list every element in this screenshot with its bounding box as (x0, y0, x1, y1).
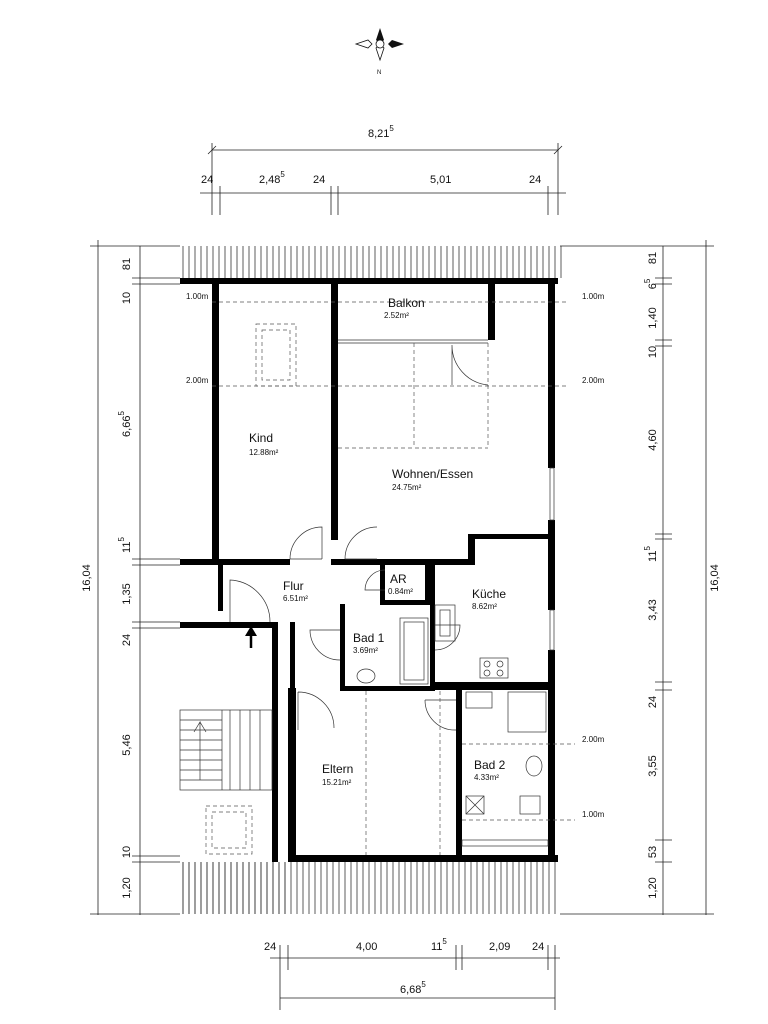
room-flur-name: Flur (283, 579, 304, 593)
svg-text:24: 24 (313, 174, 325, 186)
windows (338, 339, 555, 651)
level-label: 1.00m (582, 810, 605, 819)
svg-text:3,43: 3,43 (647, 599, 659, 620)
room-kueche-name: Küche (472, 587, 506, 601)
compass-north-label: N (377, 70, 381, 76)
room-eltern-name: Eltern (322, 762, 353, 776)
svg-text:115: 115 (117, 537, 133, 553)
room-balkon-name: Balkon (388, 296, 425, 310)
roof-band-top (180, 246, 564, 278)
svg-text:24: 24 (532, 941, 544, 953)
svg-text:1,35: 1,35 (121, 583, 133, 604)
level-label: 1.00m (186, 292, 209, 301)
room-kueche-area: 8.62m² (472, 602, 497, 611)
room-bad1-name: Bad 1 (353, 631, 385, 645)
svg-text:2,485: 2,485 (259, 170, 285, 186)
svg-text:5,01: 5,01 (430, 174, 451, 186)
svg-text:3,55: 3,55 (647, 755, 659, 776)
level-label: 2.00m (582, 376, 605, 385)
svg-text:8,215: 8,215 (368, 124, 394, 140)
svg-text:16,04: 16,04 (81, 564, 93, 592)
svg-text:24: 24 (264, 941, 276, 953)
room-flur-area: 6.51m² (283, 594, 308, 603)
room-bad2-area: 4.33m² (474, 773, 499, 782)
dimensions-bottom: 24 4,00 115 2,09 24 6,685 (264, 937, 560, 1010)
svg-text:16,04: 16,04 (709, 564, 721, 592)
svg-text:4,60: 4,60 (647, 429, 659, 450)
svg-text:6,665: 6,665 (117, 411, 133, 437)
svg-text:10: 10 (121, 846, 133, 858)
room-eltern-area: 15.21m² (322, 778, 352, 787)
room-bad1-area: 3.69m² (353, 646, 378, 655)
doors (229, 344, 489, 731)
compass-icon: N (354, 28, 404, 76)
svg-text:65: 65 (643, 278, 659, 289)
svg-text:1,40: 1,40 (647, 307, 659, 328)
svg-text:115: 115 (643, 546, 659, 562)
svg-text:24: 24 (201, 174, 213, 186)
svg-text:115: 115 (431, 937, 447, 953)
walls (180, 278, 558, 862)
dimensions-right: 16,04 81 65 1,40 10 4,60 115 3,43 24 3,5… (560, 240, 721, 915)
svg-text:1,20: 1,20 (647, 877, 659, 898)
svg-text:6,685: 6,685 (400, 980, 426, 996)
level-labels: 1.00m 2.00m 1.00m 2.00m 2.00m 1.00m (186, 292, 605, 819)
svg-text:10: 10 (121, 292, 133, 304)
svg-text:1,20: 1,20 (121, 877, 133, 898)
svg-text:4,00: 4,00 (356, 941, 377, 953)
svg-text:53: 53 (647, 846, 659, 858)
entrance-arrow-icon (245, 626, 257, 648)
room-labels: Balkon 2.52m² Kind 12.88m² Wohnen/Essen … (249, 296, 506, 787)
room-bad2-name: Bad 2 (474, 758, 506, 772)
level-label: 2.00m (186, 376, 209, 385)
svg-text:5,46: 5,46 (121, 734, 133, 755)
svg-text:24: 24 (121, 634, 133, 646)
svg-text:24: 24 (647, 696, 659, 708)
level-label: 1.00m (582, 292, 605, 301)
room-kind-name: Kind (249, 431, 273, 445)
room-kind-area: 12.88m² (249, 448, 279, 457)
level-lines (212, 301, 575, 855)
svg-text:81: 81 (121, 258, 133, 270)
svg-text:2,09: 2,09 (489, 941, 510, 953)
room-ar-name: AR (390, 572, 407, 586)
svg-text:24: 24 (529, 174, 541, 186)
room-wohnen-area: 24.75m² (392, 483, 422, 492)
room-ar-area: 0.84m² (388, 587, 413, 596)
svg-text:10: 10 (647, 346, 659, 358)
dimensions-top: 8,215 24 2,485 24 5,01 24 (200, 124, 566, 215)
fixtures (356, 604, 549, 847)
room-wohnen-name: Wohnen/Essen (392, 467, 473, 481)
level-label: 2.00m (582, 735, 605, 744)
dimensions-left: 16,04 81 10 6,665 115 1,35 24 5,46 10 1,… (81, 240, 180, 915)
svg-text:81: 81 (647, 252, 659, 264)
staircase (179, 709, 273, 791)
room-balkon-area: 2.52m² (384, 311, 409, 320)
